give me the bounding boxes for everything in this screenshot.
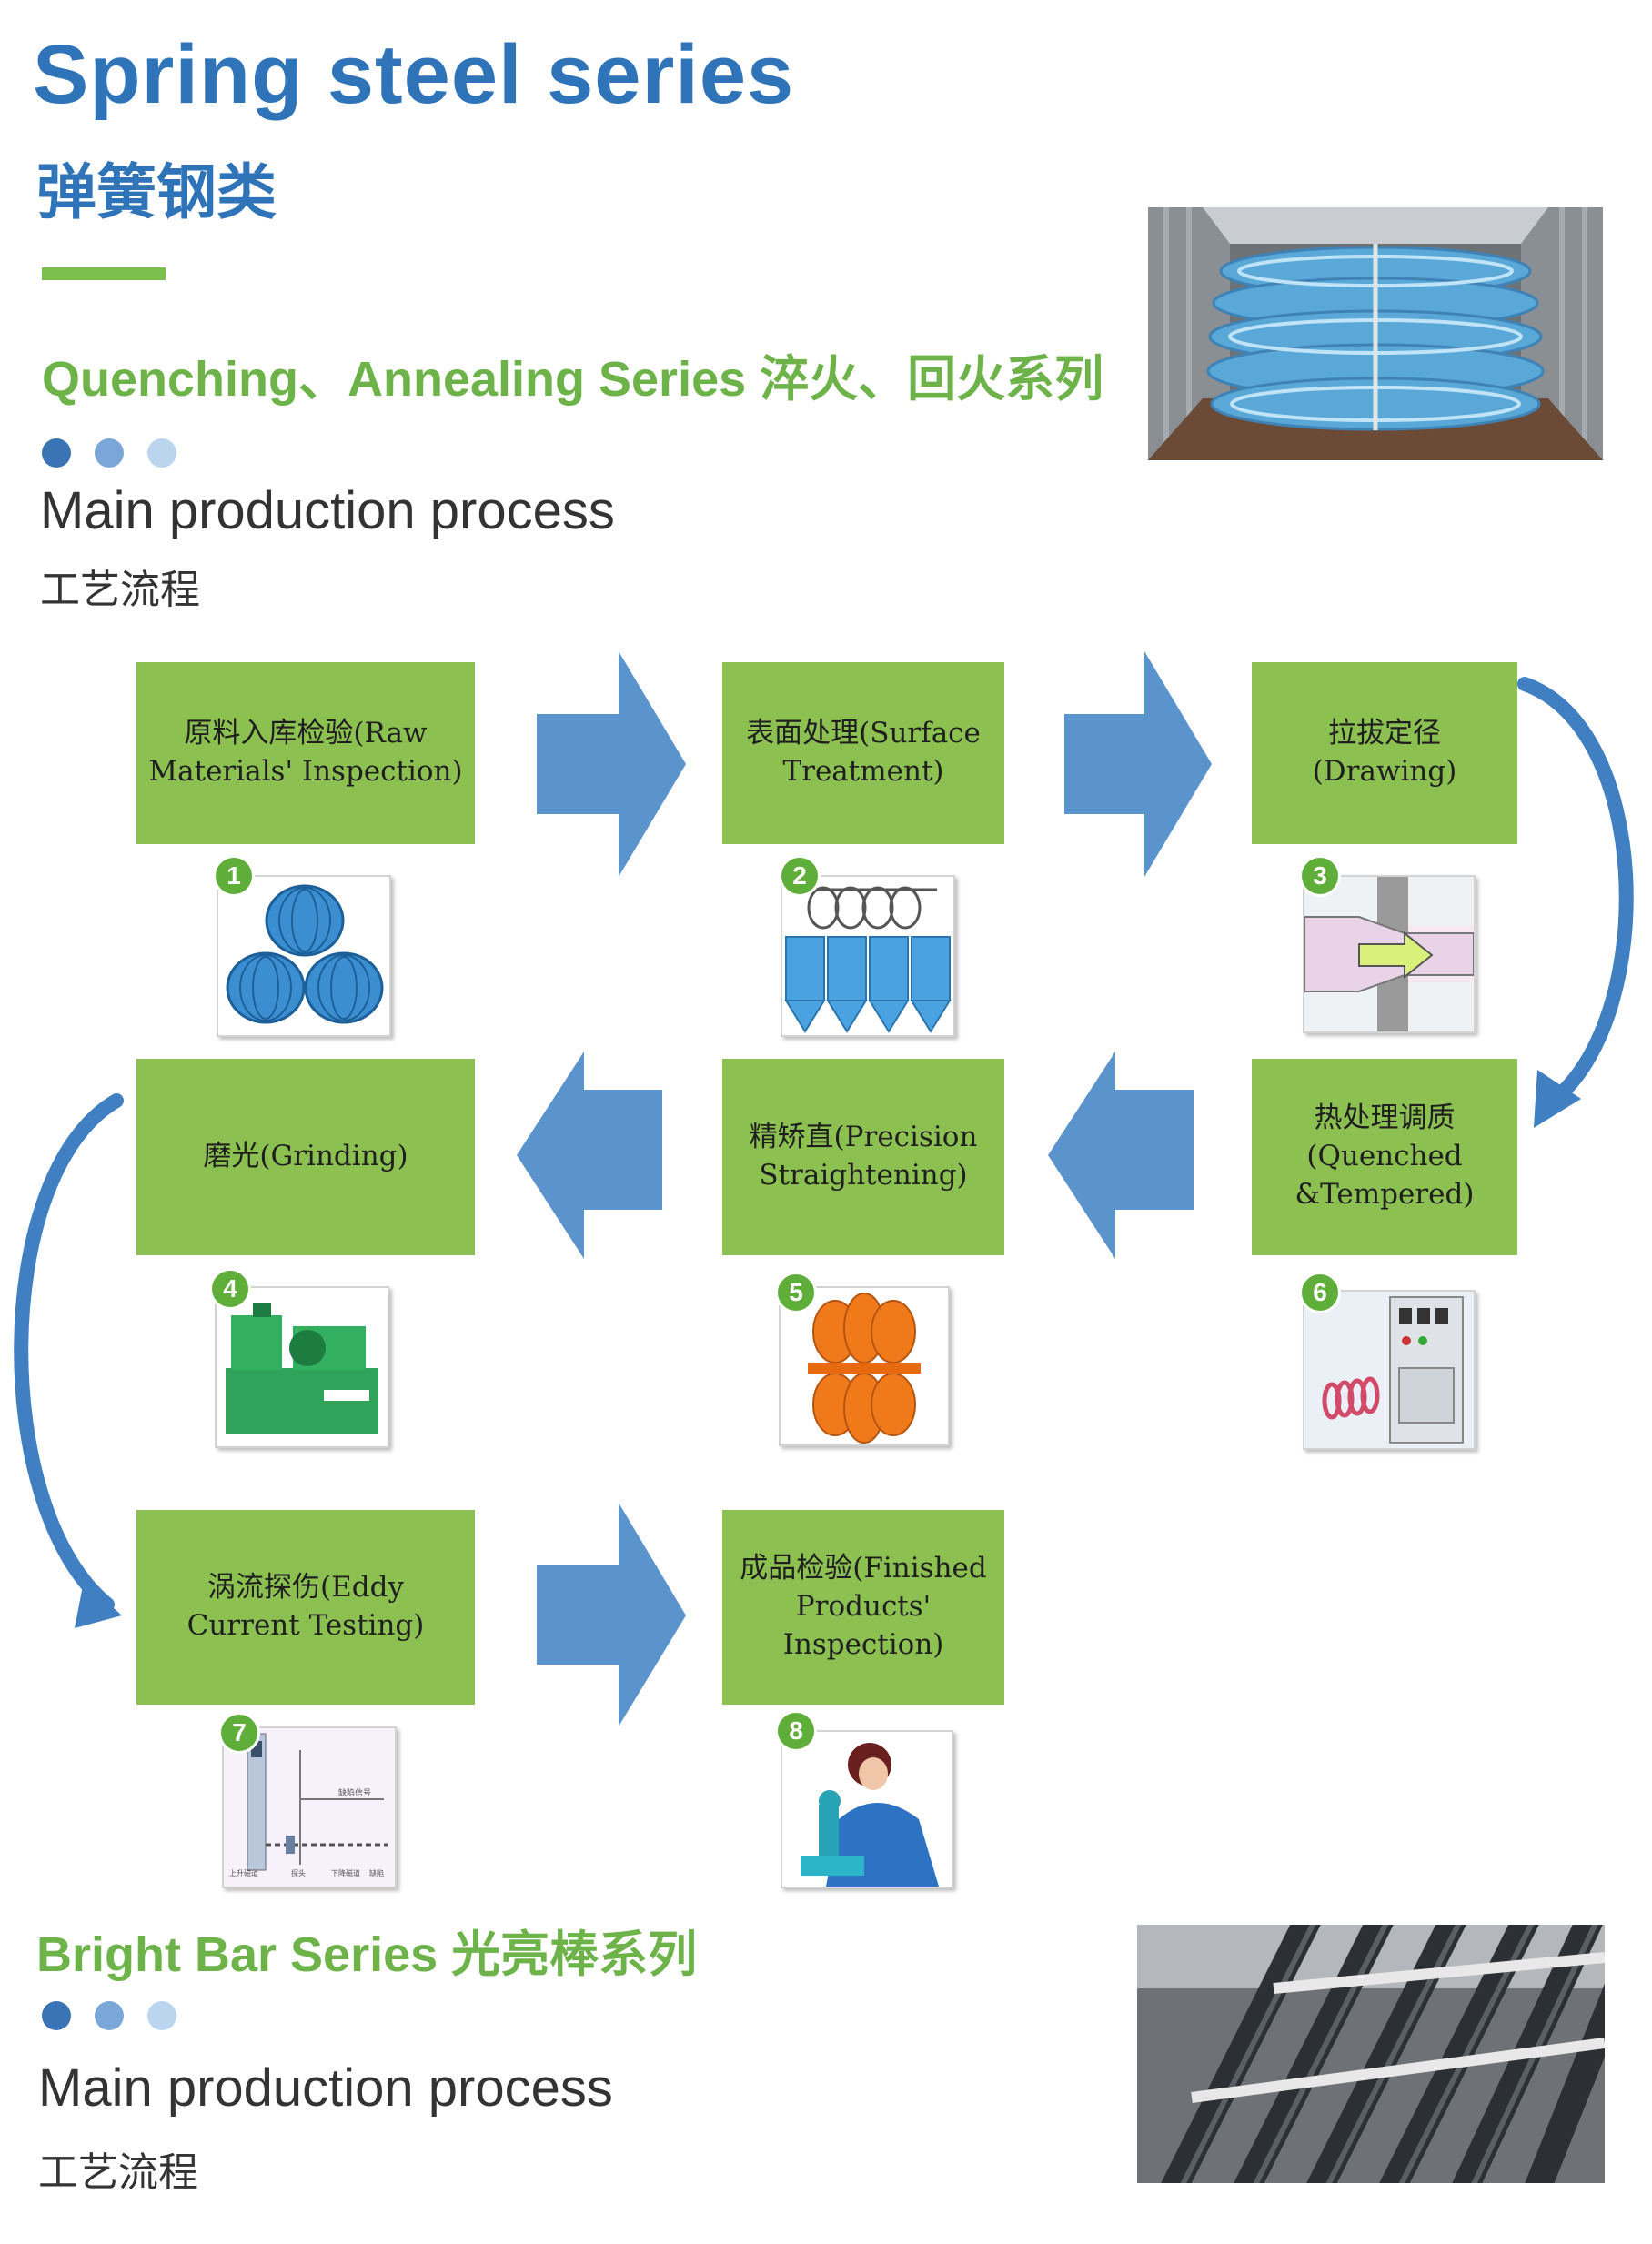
step-raw-materials-inspection: 原料入库检验(Raw Materials' Inspection)	[136, 662, 475, 844]
title-underline	[42, 267, 166, 280]
step-quenched-tempered: 热处理调质 (Quenched &Tempered)	[1252, 1059, 1517, 1255]
step-number-5: 5	[775, 1272, 817, 1313]
induction-heater-icon	[1303, 1290, 1476, 1450]
dot-light-2	[147, 2001, 176, 2030]
grinding-machine-icon	[215, 1286, 389, 1448]
page-title: Spring steel series	[33, 28, 795, 121]
process-title-2: Main production process	[38, 2058, 613, 2118]
bright-bars-photo	[1137, 1925, 1605, 2183]
arrow-right-1	[537, 651, 686, 877]
step-number-4: 4	[209, 1268, 251, 1310]
arrow-right-2	[1064, 651, 1212, 877]
step-number-1: 1	[213, 855, 255, 897]
wire-coils-icon	[217, 875, 391, 1037]
dot-dark-2	[42, 2001, 71, 2030]
dot-light	[147, 438, 176, 468]
step-drawing: 拉拔定径 (Drawing)	[1252, 662, 1517, 844]
process-title-chinese: 工艺流程	[40, 568, 200, 612]
drawing-die-icon	[1303, 875, 1476, 1033]
straightening-rollers-icon	[779, 1286, 950, 1446]
step-eddy-current-testing: 涡流探伤(Eddy Current Testing)	[136, 1510, 475, 1705]
step-surface-treatment: 表面处理(Surface Treatment)	[722, 662, 1004, 844]
arrow-right-3	[537, 1503, 686, 1726]
process-title-chinese-2: 工艺流程	[38, 2150, 198, 2195]
page-title-chinese: 弹簧钢类	[36, 158, 277, 226]
step-number-8: 8	[775, 1710, 817, 1752]
dot-mid-2	[95, 2001, 124, 2030]
step-number-6: 6	[1299, 1272, 1341, 1313]
step-number-7: 7	[218, 1712, 260, 1754]
inspector-microscope-icon	[781, 1730, 953, 1888]
arrow-left-1	[517, 1052, 662, 1259]
coils-in-container-photo	[1148, 207, 1603, 460]
arrow-left-2	[1048, 1052, 1194, 1259]
series-heading-quenching: Quenching、Annealing Series 淬火、回火系列	[42, 352, 1104, 407]
step-finished-products-inspection: 成品检验(Finished Products' Inspection)	[722, 1510, 1004, 1705]
dot-dark	[42, 438, 71, 468]
series-heading-bright-bar: Bright Bar Series 光亮棒系列	[36, 1927, 698, 1982]
curved-arrow-right	[1517, 677, 1634, 1104]
eddy-signal-label: 缺陷信号	[338, 1787, 371, 1798]
pickling-tank-icon	[781, 875, 955, 1037]
eddy-current-tester-icon: 缺陷信号 上升磁道 探头 下降磁道 缺陷	[222, 1726, 397, 1888]
step-number-2: 2	[779, 855, 821, 897]
process-title: Main production process	[40, 481, 615, 540]
step-grinding: 磨光(Grinding)	[136, 1059, 475, 1255]
eddy-left-label: 上升磁道	[229, 1868, 258, 1877]
curved-arrow-left	[14, 1093, 124, 1612]
eddy-defect-label: 缺陷	[369, 1868, 384, 1877]
eddy-right-label: 下降磁道	[331, 1868, 360, 1877]
eddy-probe-label: 探头	[291, 1868, 306, 1877]
step-precision-straightening: 精矫直(Precision Straightening)	[722, 1059, 1004, 1255]
step-number-3: 3	[1299, 855, 1341, 897]
dot-mid	[95, 438, 124, 468]
